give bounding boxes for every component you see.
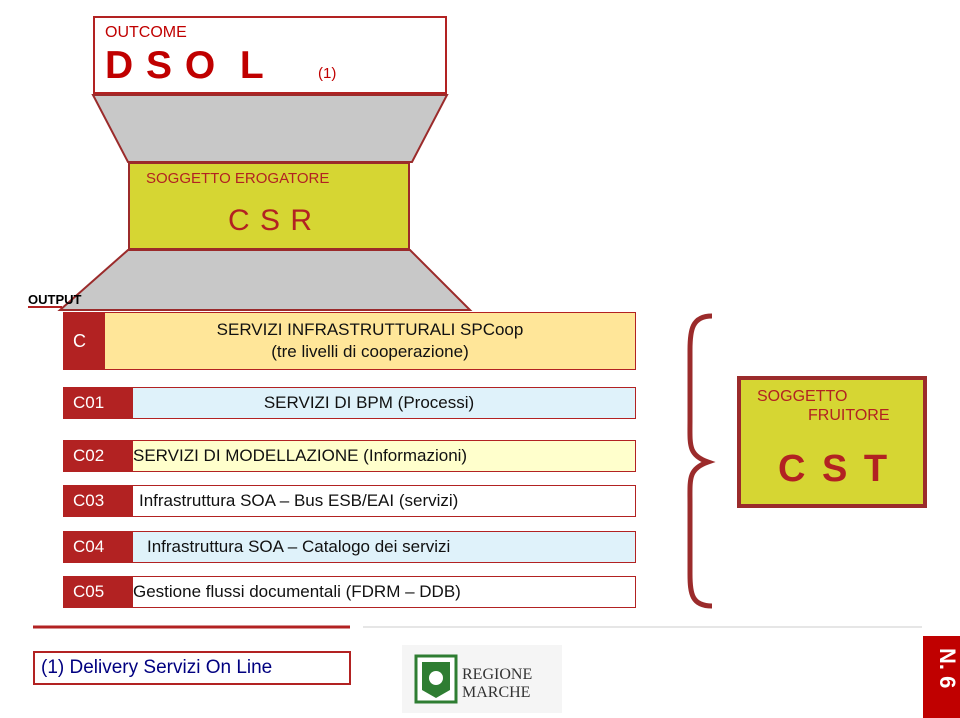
row-code-c02: C02	[63, 440, 133, 472]
row-c05: Gestione flussi documentali (FDRM – DDB)	[132, 576, 636, 608]
erogatore-code: C S R	[228, 204, 314, 237]
logo-text-line2: MARCHE	[462, 684, 531, 701]
outcome-note: (1)	[318, 65, 337, 82]
fruitore-box	[737, 376, 927, 508]
logo-text-line1: REGIONE	[462, 666, 533, 683]
row-c04: Infrastruttura SOA – Catalogo dei serviz…	[132, 531, 636, 563]
row-code-c03: C03	[63, 485, 133, 517]
row-c: SERVIZI INFRASTRUTTURALI SPCoop (tre liv…	[104, 312, 636, 370]
row-c01: SERVIZI DI BPM (Processi)	[132, 387, 636, 419]
row-c-line1: SERVIZI INFRASTRUTTURALI SPCoop	[216, 320, 524, 339]
outcome-box	[93, 16, 447, 94]
funnel-top	[91, 94, 449, 163]
curly-brace	[687, 313, 716, 609]
erogatore-label: SOGGETTO EROGATORE	[146, 170, 330, 187]
footer-note: (1) Delivery Servizi On Line	[33, 651, 351, 685]
erogatore-box	[128, 162, 410, 250]
fruitore-label-line1: SOGGETTO	[757, 388, 848, 405]
row-code-c: C	[63, 312, 105, 370]
row-c-line2: (tre livelli di cooperazione)	[271, 342, 469, 361]
row-code-c01: C01	[63, 387, 133, 419]
row-code-c05: C05	[63, 576, 133, 608]
output-label: OUTPUT	[28, 292, 82, 307]
fruitore-label-line2: FRUITORE	[808, 407, 890, 424]
page-tab	[923, 636, 960, 718]
row-code-c04: C04	[63, 531, 133, 563]
funnel-bottom	[57, 249, 473, 311]
outcome-label: OUTCOME	[105, 24, 187, 41]
fruitore-code: C S T	[778, 448, 891, 490]
outcome-letters: D S O L	[105, 44, 265, 87]
page-number: N. 6	[935, 648, 960, 689]
row-c03: Infrastruttura SOA – Bus ESB/EAI (serviz…	[132, 485, 636, 517]
row-c02: SERVIZI DI MODELLAZIONE (Informazioni)	[132, 440, 636, 472]
